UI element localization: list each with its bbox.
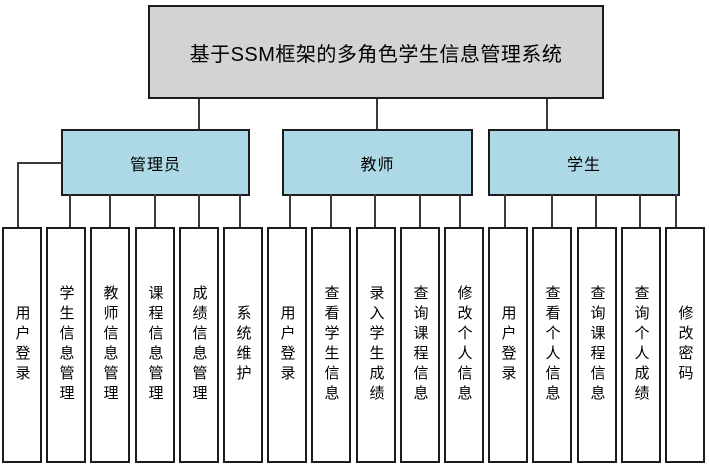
connector-line [330, 194, 332, 228]
connector-line [551, 194, 553, 228]
leaf-student-view-personal-info: 查看个人信息 [532, 227, 572, 463]
connector-line [69, 194, 71, 228]
connector-line [595, 194, 597, 228]
leaf-teacher-view-student-info: 查看学生信息 [311, 227, 351, 463]
leaf-admin-student-info-mgmt: 学生信息管理 [46, 227, 86, 463]
leaf-admin-user-login: 用户登录 [2, 227, 42, 463]
connector-line [419, 194, 421, 228]
branch-box-teacher: 教师 [282, 129, 473, 196]
leaf-student-user-login: 用户登录 [488, 227, 528, 463]
leaf-admin-grade-info-mgmt: 成绩信息管理 [179, 227, 219, 463]
connector-line [289, 194, 291, 228]
connector-line [504, 194, 506, 228]
connector-line [376, 99, 378, 129]
connector-line [109, 194, 111, 228]
leaf-student-query-course-info: 查询课程信息 [577, 227, 617, 463]
connector-line [374, 194, 376, 228]
connector-line [546, 99, 548, 129]
branch-label: 管理员 [129, 156, 181, 174]
leaf-student-query-personal-grades: 查询个人成绩 [621, 227, 661, 463]
branch-box-student: 学生 [488, 129, 680, 196]
connector-line [459, 194, 461, 228]
connector-line [198, 99, 200, 129]
branch-label: 教师 [360, 156, 395, 174]
root-title: 基于SSM框架的多角色学生信息管理系统 [189, 43, 563, 66]
leaf-teacher-edit-personal-info: 修改个人信息 [444, 227, 484, 463]
connector-line [639, 194, 641, 228]
leaf-admin-teacher-info-mgmt: 教师信息管理 [90, 227, 130, 463]
leaf-teacher-user-login: 用户登录 [267, 227, 307, 463]
leaf-admin-system-maintenance: 系统维护 [223, 227, 263, 463]
branch-label: 学生 [566, 156, 601, 174]
connector-line [17, 162, 62, 164]
leaf-teacher-enter-student-grades: 录入学生成绩 [356, 227, 396, 463]
connector-line [239, 194, 241, 228]
leaf-teacher-query-course-info: 查询课程信息 [400, 227, 440, 463]
root-box: 基于SSM框架的多角色学生信息管理系统 [148, 5, 604, 99]
connector-line [17, 162, 19, 228]
leaf-student-change-password: 修改密码 [665, 227, 705, 463]
leaf-admin-course-info-mgmt: 课程信息管理 [135, 227, 175, 463]
connector-line [198, 194, 200, 228]
connector-line [154, 194, 156, 228]
connector-line [675, 194, 677, 228]
branch-box-admin: 管理员 [61, 129, 250, 196]
